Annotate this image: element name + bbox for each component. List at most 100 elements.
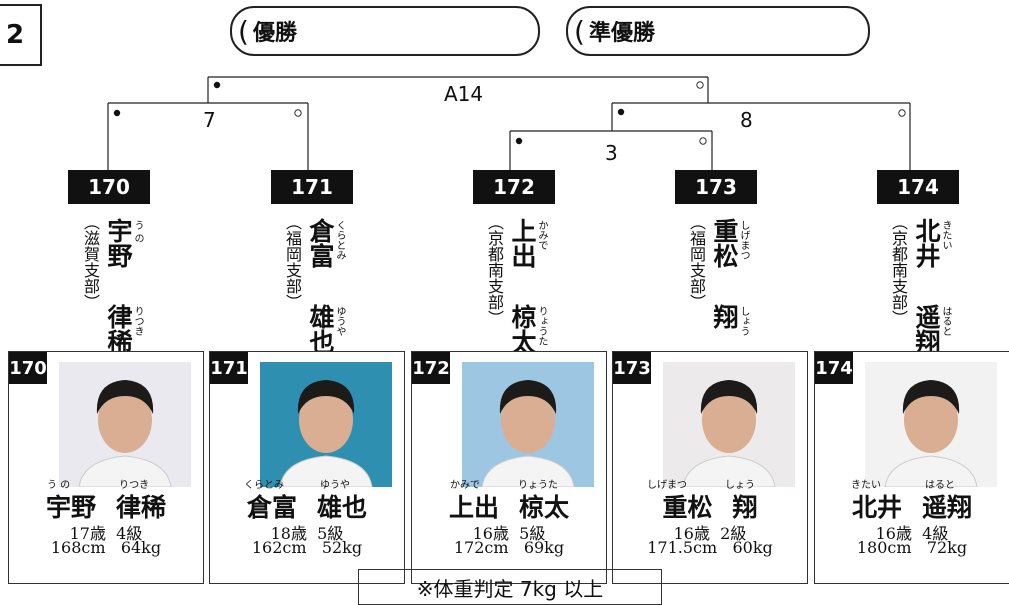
given-name: 雄也 [317,493,368,522]
height-weight: 171.5cm 60kg [613,538,807,557]
height: 171.5cm [647,538,718,557]
section-number: 2 [0,4,42,66]
height-weight: 168cm 64kg [9,538,203,557]
winner-dot [515,137,523,145]
surname: 北井 [912,218,941,268]
portrait-silhouette [78,380,172,487]
given-name: 椋太 [519,493,570,522]
age-grade: 16歳 5級 [412,520,606,544]
competitor-badge: 173 [675,170,757,204]
surname: 宇野 [45,493,96,522]
given-name: 律稀 [104,304,133,354]
age: 17歳 [69,524,106,543]
surname-ruby: きたい [940,220,951,250]
height: 168cm [50,538,106,557]
given-ruby: りょうた [518,480,558,491]
surname: 倉富 [246,493,297,522]
surname-ruby: くらとみ [334,220,345,260]
grade: 4級 [922,524,949,543]
given-name: 雄也 [306,304,335,354]
surname-ruby: う の [47,480,71,491]
champion-box: ( 優勝 [230,6,540,56]
grade: 5級 [519,524,546,543]
height-weight: 172cm 69kg [412,538,606,557]
height-weight: 162cm 52kg [210,538,404,557]
competitor-badge: 172 [473,170,555,204]
portrait-silhouette [481,380,575,487]
surname-ruby: きたい [851,480,881,491]
grade: 4級 [116,524,143,543]
champion-label: 優勝 [252,21,297,46]
competitor-name: 宇野律稀 [9,488,203,524]
competitor-name: 北井遥翔 [815,488,1009,524]
runner-up-label: 準優勝 [588,21,655,46]
match-label: 8 [740,108,753,132]
competitor-badge: 174 [877,170,959,204]
surname: 北井 [851,493,902,522]
competitor-name: 上出椋太 [412,488,606,524]
given-name: 律稀 [116,493,167,522]
surname-ruby: かみで [536,220,547,250]
competitor-photo [260,362,392,487]
given-ruby: しょう [738,306,749,336]
given-ruby: りょうた [536,306,547,346]
competitor-name: 倉富雄也 [210,488,404,524]
age: 16歳 [472,524,509,543]
affiliation: （滋賀支部） [81,214,100,310]
given-name: 翔 [732,493,758,522]
competitor-badge: 170 [68,170,150,204]
runner-up-box: ( 準優勝 [566,6,870,56]
weight-note: ※体重判定 7kg 以上 [358,569,662,605]
portrait-silhouette [279,380,373,487]
profile-card: 174 きたいはると 北井遥翔 16歳 4級 180cm 72kg [814,351,1009,584]
affiliation: （福岡支部） [283,214,302,310]
age-grade: 16歳 4級 [815,520,1009,544]
surname: 上出 [448,493,499,522]
match-label: 7 [203,108,216,132]
surname-ruby: しげまつ [647,480,687,491]
competitor-name: 重松翔 [613,488,807,524]
loser-dot [898,109,906,117]
loser-dot [294,109,302,117]
final-match-label: A14 [444,82,484,106]
surname: 重松 [710,218,739,268]
competitor-photo [663,362,795,487]
loser-dot [699,137,707,145]
surname: 上出 [508,218,537,268]
surname: 倉富 [306,218,335,268]
height-weight: 180cm 72kg [815,538,1009,557]
given-name: 翔 [710,304,739,329]
given-name: 遥翔 [922,493,973,522]
given-name: 椋太 [508,304,537,354]
loser-dot [696,81,704,89]
competitor-photo [59,362,191,487]
given-ruby: りつき [119,480,150,491]
weight: 52kg [321,538,363,557]
winner-dot [113,109,121,117]
age: 18歳 [270,524,307,543]
age: 16歳 [673,524,710,543]
given-ruby: ゆうや [334,306,345,336]
given-ruby: ゆうや [320,480,350,491]
weight: 72kg [926,538,968,557]
profile-card: 173 しげまつしょう 重松翔 16歳 2級 171.5cm 60kg [612,351,808,584]
profile-card: 170 う の りつき 宇野律稀 17歳 4級 168cm 64kg [8,351,204,584]
age-grade: 18歳 5級 [210,520,404,544]
competitor-photo [462,362,594,487]
vertical-name-block: （福岡支部） 重松 しげまつ 翔 しょう [687,210,778,382]
age-grade: 17歳 4級 [9,520,203,544]
vertical-name-block: （福岡支部） 倉富 くらとみ 雄也 ゆうや [283,210,374,382]
card-number: 170 [9,352,47,384]
weight: 64kg [120,538,162,557]
given-ruby: しょう [725,480,755,491]
surname-ruby: くらとみ [244,480,284,491]
vertical-name-block: （京都南支部） 北井 きたい 遥翔 はると [889,210,980,382]
affiliation: （京都南支部） [889,214,908,326]
winner-dot [213,81,221,89]
given-name: 遥翔 [912,304,941,354]
surname-ruby: しげまつ [738,220,749,260]
competitor-photo [865,362,997,487]
competitor-badge: 171 [271,170,353,204]
surname-ruby: かみで [450,480,480,491]
height: 172cm [453,538,509,557]
